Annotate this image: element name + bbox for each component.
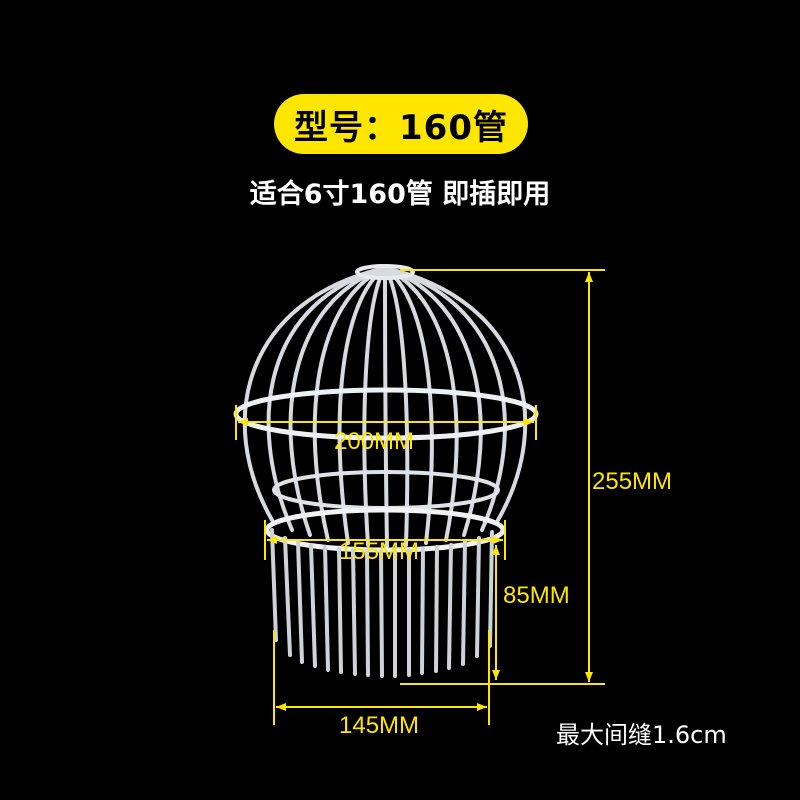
max-gap-note: 最大间缝1.6cm — [556, 721, 727, 749]
base-width-label: 145MM — [339, 712, 420, 739]
model-label: 型号：160管 — [294, 107, 508, 148]
total-height-label: 255MM — [592, 468, 673, 495]
subtitle: 适合6寸160管 即插即用 — [249, 179, 551, 210]
sphere-diameter-label: 200MM — [334, 428, 415, 455]
model-badge: 型号：160管 — [274, 94, 528, 154]
neck-ring-diameter-label: 155MM — [339, 538, 420, 565]
leg-length-label: 85MM — [503, 582, 570, 609]
